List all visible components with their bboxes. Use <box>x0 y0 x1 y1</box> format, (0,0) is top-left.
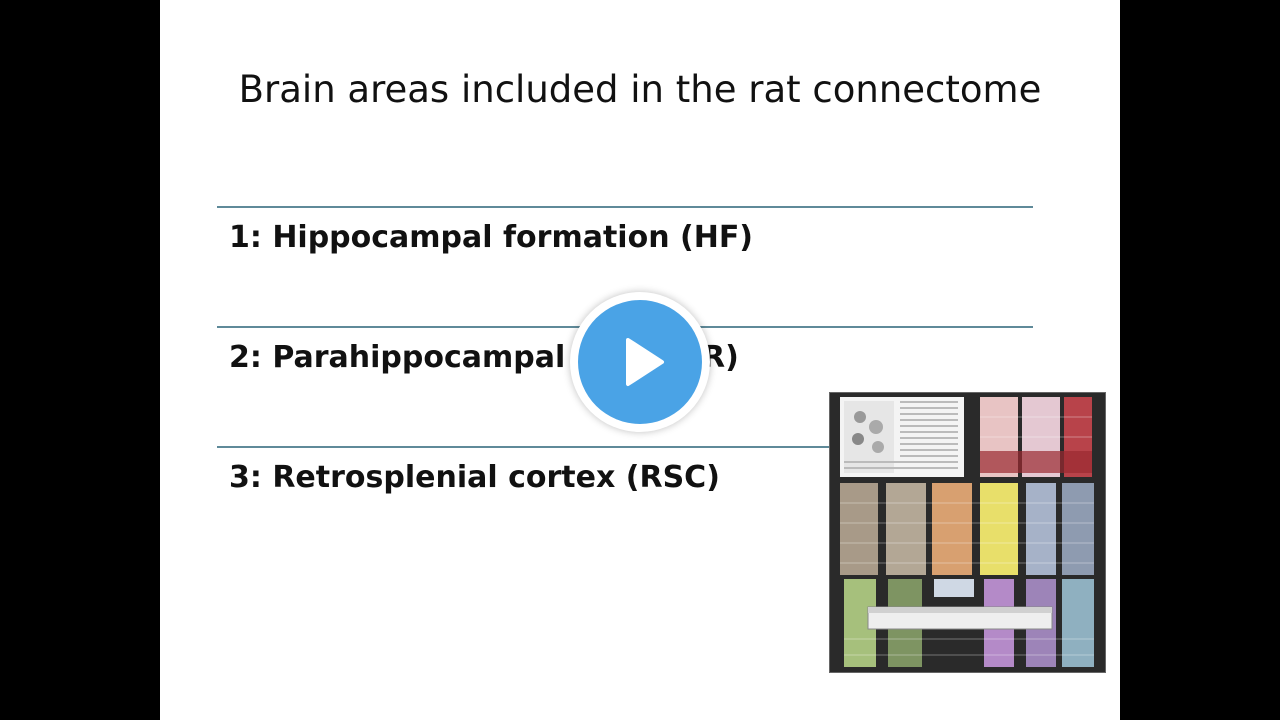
play-icon <box>626 338 664 386</box>
list-item: 3: Retrosplenial cortex (RSC) <box>229 460 720 495</box>
list-item: 2: Parahippocampal re <box>229 340 611 375</box>
slide: Brain areas included in the rat connecto… <box>160 0 1120 720</box>
divider <box>217 206 1033 208</box>
connectome-matrix-image <box>829 392 1106 673</box>
divider <box>217 446 1033 448</box>
list-item: 1: Hippocampal formation (HF) <box>229 220 754 255</box>
play-button[interactable] <box>570 292 710 432</box>
slide-title: Brain areas included in the rat connecto… <box>238 68 1042 111</box>
play-button-circle <box>578 300 702 424</box>
